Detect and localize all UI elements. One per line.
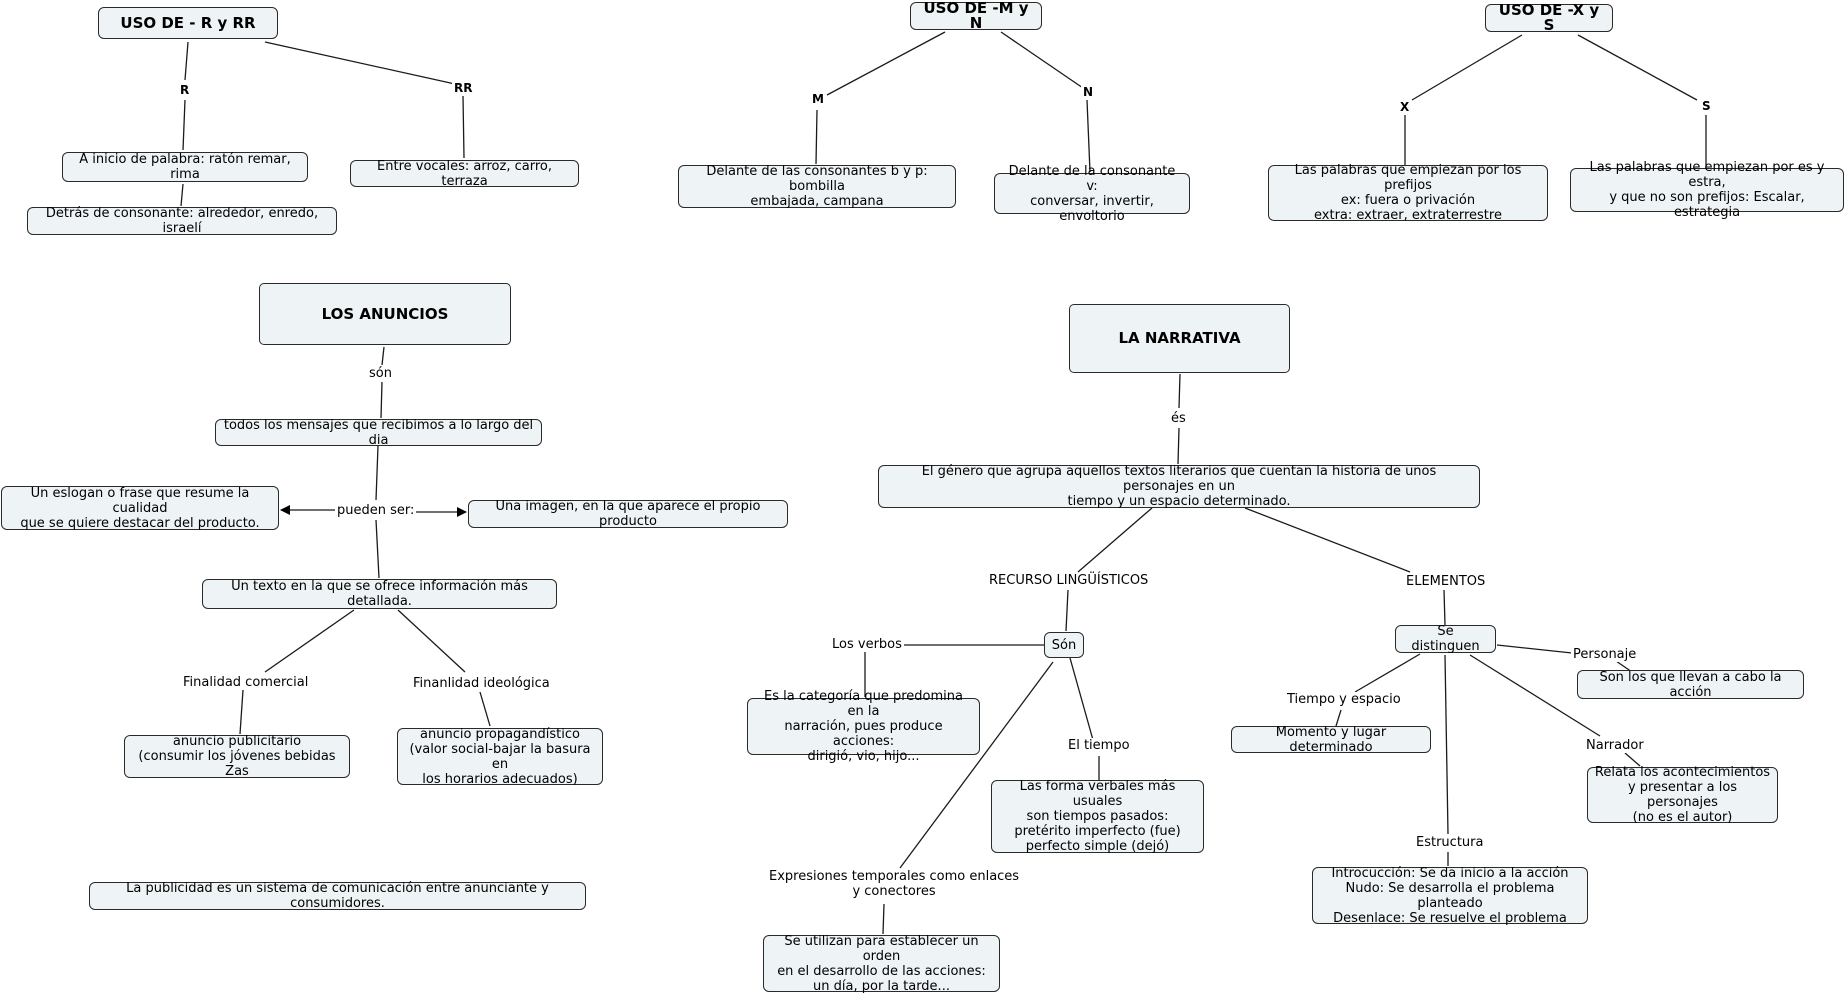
node-estructura-text: Introcucción: Se da inicio a la acción N…: [1312, 866, 1588, 926]
connector: [1178, 373, 1181, 409]
node-eslogan: Un eslogan o frase que resume la cualida…: [1, 486, 279, 531]
node-narrador-text: Relata los acontecimientos y presentar a…: [1587, 765, 1778, 825]
connector: [462, 95, 465, 159]
connector: [1069, 657, 1094, 741]
connector: [180, 183, 184, 207]
connector: [375, 519, 380, 579]
connector: [1077, 507, 1153, 573]
node-anuncio-publicitario: anuncio publicitario (consumir los jóven…: [124, 734, 350, 779]
connector: [1335, 709, 1342, 727]
connector: [264, 41, 456, 85]
connector: [1244, 507, 1411, 573]
node-son: Són: [1044, 632, 1084, 658]
label-elementos: ELEMENTOS: [1404, 574, 1488, 589]
connector: [899, 661, 1054, 869]
node-los-anuncios-title: LOS ANUNCIOS: [259, 283, 511, 345]
label-es: és: [1169, 411, 1188, 426]
node-x-text: Las palabras que empiezan por los prefij…: [1268, 163, 1548, 223]
connector: [1469, 654, 1601, 737]
connector: [479, 691, 491, 727]
label-finalidad-comercial: Finalidad comercial: [181, 675, 311, 690]
connector: [882, 903, 885, 935]
label-los-verbos: Los verbos: [830, 637, 904, 652]
node-anuncio-propagandistico: anuncio propagandístico (valor social-ba…: [397, 727, 603, 787]
connector: [397, 609, 466, 673]
label-narrador: Narrador: [1584, 738, 1646, 753]
connector: [264, 609, 355, 673]
node-m-text: Delante de las consonantes b y p: bombil…: [678, 164, 956, 209]
node-uso-r-rr-title: USO DE - R y RR: [98, 7, 278, 39]
connector: [381, 346, 385, 366]
connector: [1000, 31, 1084, 89]
node-tiempo-espacio-text: Momento y lugar determinado: [1231, 725, 1431, 755]
node-s-text: Las palabras que empiezan por es y estra…: [1570, 160, 1844, 220]
connector: [1411, 34, 1523, 101]
node-tiempo-text: Las forma verbales más usuales son tiemp…: [991, 779, 1204, 854]
connector: [1624, 752, 1641, 767]
connector: [1086, 99, 1091, 173]
connector: [380, 381, 383, 419]
connector: [1496, 644, 1573, 654]
label-rr: RR: [452, 81, 475, 96]
node-uso-m-n-title: USO DE -M y N: [910, 1, 1042, 31]
label-pueden-ser: pueden ser:: [335, 503, 417, 518]
label-s: S: [1700, 99, 1713, 114]
node-n-text: Delante de la consonante v: conversar, i…: [994, 164, 1190, 224]
connector: [1354, 653, 1421, 693]
node-genero: El género que agrupa aquellos textos lit…: [878, 464, 1480, 509]
label-tiempo-espacio: Tiempo y espacio: [1285, 692, 1403, 707]
node-publicidad: La publicidad es un sistema de comunicac…: [89, 881, 586, 911]
node-r-detras: Detrás de consonante: alrededor, enredo,…: [27, 206, 337, 236]
label-personaje: Personaje: [1571, 647, 1639, 662]
connector: [184, 41, 189, 81]
connector: [1065, 589, 1069, 632]
label-expresiones: Expresiones temporales como enlaces y co…: [767, 869, 1022, 899]
node-rr-vocales: Entre vocales: arroz, carro, terraza: [350, 159, 579, 189]
label-x: X: [1398, 100, 1412, 115]
connector: [182, 99, 186, 151]
connector: [375, 445, 379, 501]
connector: [1443, 589, 1446, 626]
node-expresiones-text: Se utilizan para establecer un orden en …: [763, 934, 1000, 994]
node-la-narrativa-title: LA NARRATIVA: [1069, 304, 1290, 373]
node-r-inicio: A inicio de palabra: ratón remar, rima: [62, 152, 308, 182]
node-mensajes: todos los mensajes que recibimos a lo la…: [215, 418, 542, 448]
label-n: N: [1081, 85, 1096, 100]
node-uso-x-s-title: USO DE -X y S: [1485, 3, 1613, 33]
node-se-distinguen: Se distinguen: [1395, 624, 1496, 654]
label-son: són: [367, 366, 394, 381]
connector: [826, 31, 946, 96]
connector: [815, 109, 818, 165]
label-recurso-linguisticos: RECURSO LINGÜÍSTICOS: [987, 573, 1151, 588]
node-imagen: Una imagen, en la que aparece el propio …: [468, 499, 788, 529]
label-finalidad-ideologica: Finanlidad ideológica: [411, 676, 552, 691]
node-personaje-text: Son los que llevan a cabo la acción: [1577, 670, 1804, 700]
connector: [239, 689, 244, 735]
label-el-tiempo: El tiempo: [1066, 738, 1132, 753]
connector: [1177, 427, 1180, 465]
node-texto: Un texto en la que se ofrece información…: [202, 579, 557, 609]
connector: [1444, 654, 1449, 835]
node-verbos-text: Es la categoría que predomina en la narr…: [747, 689, 980, 764]
label-estructura: Estructura: [1414, 835, 1486, 850]
connector: [1577, 34, 1698, 101]
label-r: R: [178, 83, 192, 98]
label-m: M: [810, 92, 826, 107]
